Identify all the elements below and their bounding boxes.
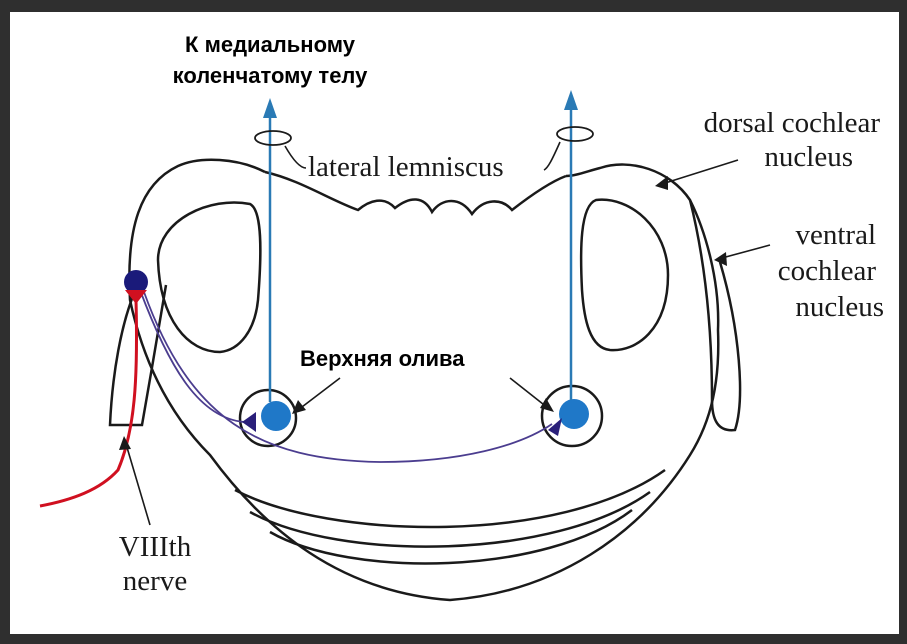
ventral-cochlear-label-1: ventral — [795, 219, 876, 251]
right-olive-synapse — [548, 418, 562, 436]
nerve-leader — [126, 444, 150, 525]
olive-leader-left — [298, 378, 340, 410]
left-inner-lobe — [158, 202, 260, 352]
dorsal-leader-arrow — [655, 176, 668, 190]
dorsal-leader — [662, 160, 738, 184]
right-olive-cell — [559, 399, 589, 429]
title-line-1: К медиальному — [185, 32, 356, 57]
title-line-2: коленчатому телу — [173, 63, 368, 88]
ventral-cochlear-label-2: cochlear — [778, 255, 877, 287]
left-olive-synapse — [242, 412, 256, 432]
ventral-leader — [722, 245, 770, 258]
superior-olive-label: Верхняя олива — [300, 346, 465, 371]
left-lemniscus-ring — [255, 131, 291, 145]
lemniscus-leader-right — [544, 142, 560, 170]
nerve-label-2: nerve — [123, 565, 187, 597]
left-axon-arrowhead — [263, 98, 277, 118]
right-axon-arrowhead — [564, 90, 578, 110]
right-inner-lobe — [581, 200, 668, 350]
dorsal-cochlear-label-1: dorsal cochlear — [704, 107, 881, 139]
ventral-arc-2 — [250, 492, 650, 547]
left-olive-cell — [261, 401, 291, 431]
right-lemniscus-ring — [557, 127, 593, 141]
dorsal-cochlear-label-2: nucleus — [764, 141, 853, 173]
lemniscus-leader-left — [285, 146, 306, 168]
left-cochlear-nucleus — [110, 280, 166, 425]
fiber-to-left-olive — [140, 290, 244, 422]
ventral-cochlear-label-3: nucleus — [795, 291, 884, 323]
nerve-label-1: VIIIth — [119, 531, 192, 563]
lateral-lemniscus-label: lateral lemniscus — [308, 151, 504, 183]
fiber-to-right-olive — [144, 292, 552, 462]
olive-leader-right — [510, 378, 548, 408]
right-cochlear-nucleus — [690, 200, 740, 430]
brainstem-outline — [129, 160, 718, 600]
